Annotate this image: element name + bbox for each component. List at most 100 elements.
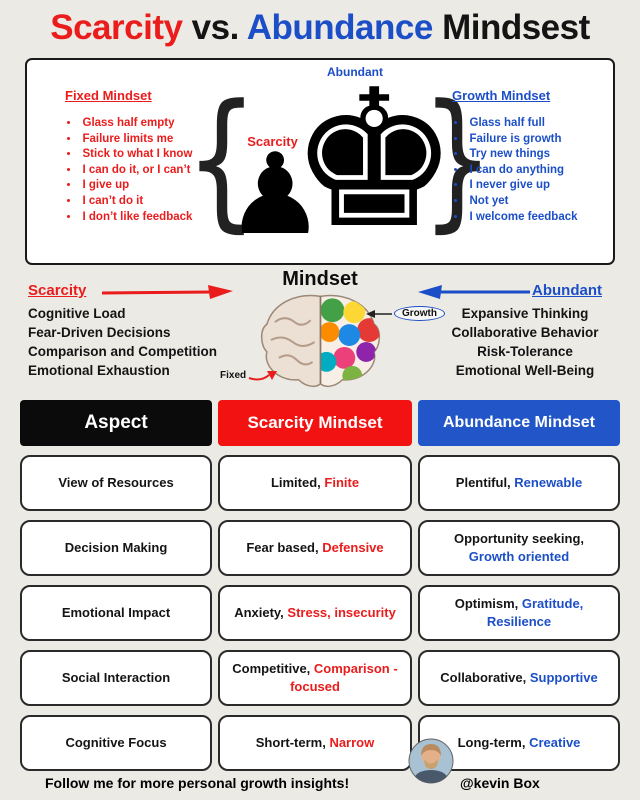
cell-text: Collaborative, Supportive <box>440 669 597 687</box>
cell-text-plain: Anxiety, <box>234 605 288 621</box>
cell-text-plain: Limited, <box>270 475 325 491</box>
fixed-arrow-icon <box>248 371 278 381</box>
cell-text: Long-term, Creative <box>458 734 581 752</box>
table-row: Emotional Impact Anxiety, Stress, insecu… <box>0 585 640 641</box>
table-row: Decision Making Fear based, Defensive Op… <box>0 520 640 576</box>
cell-text-highlight: Renewable <box>514 475 583 491</box>
cell-text-highlight: Comparison - focused <box>290 661 398 694</box>
mindset-comparison-panel: Abundant Fixed Mindset Glass half empty … <box>25 58 615 265</box>
header-aspect: Aspect <box>20 400 212 446</box>
abundance-cell: Plentiful, Renewable <box>418 455 620 511</box>
growth-mindset-item: Try new things <box>454 147 619 163</box>
footer: Follow me for more personal growth insig… <box>0 738 640 800</box>
abundance-cell: Optimism, Gratitude, Resilience <box>418 585 620 641</box>
aspect-cell: Social Interaction <box>20 650 212 706</box>
cell-text-highlight: Creative <box>529 735 581 751</box>
cell-text: Plentiful, Renewable <box>456 474 582 492</box>
cell-text-plain: Plentiful, <box>455 475 515 491</box>
king-icon: ♚ <box>289 49 460 270</box>
abundance-cell: Collaborative, Supportive <box>418 650 620 706</box>
scarcity-label: Scarcity <box>28 282 87 299</box>
scarcity-cell: Anxiety, Stress, insecurity <box>218 585 412 641</box>
fixed-mindset-item: Stick to what I know <box>67 147 232 163</box>
growth-pointer: Growth <box>366 306 445 321</box>
growth-mindset-heading: Growth Mindset <box>452 88 551 103</box>
fixed-mindset-item: Glass half empty <box>67 116 232 132</box>
cell-text-highlight: Narrow <box>329 735 375 751</box>
title-vs: vs. <box>182 8 247 47</box>
cell-text-highlight: Supportive <box>529 670 598 686</box>
abundant-effect-item: Emotional Well-Being <box>455 363 595 378</box>
scarcity-effect-item: Cognitive Load <box>28 306 126 321</box>
author-handle: @kevin Box <box>460 775 540 791</box>
abundant-arrow-icon <box>418 285 530 299</box>
cell-text: Opportunity seeking, Growth oriented <box>432 530 606 565</box>
left-brace: { <box>185 73 259 248</box>
aspect-cell: Decision Making <box>20 520 212 576</box>
avatar-image <box>408 738 454 784</box>
cell-text-plain: Optimism, <box>454 596 522 612</box>
scarcity-effect-item: Comparison and Competition <box>28 344 217 359</box>
growth-mindset-item: I welcome feedback <box>454 210 619 226</box>
table-header-row: Aspect Scarcity Mindset Abundance Mindse… <box>0 400 640 446</box>
growth-mindset-list: Glass half full Failure is growth Try ne… <box>454 116 619 225</box>
aspect-cell: Cognitive Focus <box>20 715 212 771</box>
header-scarcity-mindset: Scarcity Mindset <box>218 400 412 446</box>
abundance-cell: Opportunity seeking, Growth oriented <box>418 520 620 576</box>
scarcity-arrow-icon <box>101 285 233 299</box>
growth-arrow-icon <box>366 309 392 318</box>
fixed-mindset-item: I give up <box>67 178 232 194</box>
scarcity-effects-list: Cognitive Load Fear-Driven Decisions Com… <box>28 304 217 380</box>
cell-text-plain: Long-term, <box>457 735 530 751</box>
abundant-effect-item: Expansive Thinking <box>461 306 589 321</box>
growth-mindset-item: I never give up <box>454 178 619 194</box>
abundant-effects-list: Expansive Thinking Collaborative Behavio… <box>432 304 618 380</box>
fixed-mindset-heading: Fixed Mindset <box>65 88 152 103</box>
cell-text-highlight: Finite <box>324 475 360 491</box>
fixed-pointer: Fixed <box>220 368 278 382</box>
fixed-mindset-item: I can do it, or I can’t <box>67 163 232 179</box>
cell-text-plain: Fear based, <box>246 540 323 556</box>
title-abundance: Abundance <box>246 8 434 47</box>
table-row: Cognitive Focus Short-term, Narrow Long-… <box>0 715 640 771</box>
cell-text-plain: Competitive, <box>232 661 314 677</box>
cell-text-highlight: Stress, insecurity <box>287 605 396 621</box>
fixed-tag-label: Fixed <box>220 369 247 381</box>
growth-mindset-item: Not yet <box>454 194 619 210</box>
fixed-mindset-list: Glass half empty Failure limits me Stick… <box>67 116 232 225</box>
abundant-label: Abundant <box>532 282 602 299</box>
growth-mindset-item: I can do anything <box>454 163 619 179</box>
title-scarcity: Scarcity <box>50 8 183 47</box>
aspect-cell: Emotional Impact <box>20 585 212 641</box>
cell-text: Optimism, Gratitude, Resilience <box>432 595 606 630</box>
brain-illustration <box>260 294 381 388</box>
avatar <box>408 738 454 784</box>
abundant-effect-item: Collaborative Behavior <box>451 325 599 340</box>
cell-text: Short-term, Narrow <box>256 734 374 752</box>
king-label: Abundant <box>327 65 383 79</box>
pawn-label: Scarcity <box>247 134 298 149</box>
growth-tag-label: Growth <box>394 306 445 321</box>
mindset-heading: Mindset <box>282 268 358 290</box>
scarcity-cell: Short-term, Narrow <box>218 715 412 771</box>
growth-mindset-item: Failure is growth <box>454 132 619 148</box>
cell-text: Competitive, Comparison - focused <box>232 660 398 695</box>
cell-text-plain: Opportunity seeking, <box>453 531 584 547</box>
page-title: Scarcity vs. Abundance Mindsest <box>0 8 640 48</box>
title-rest: Mindsest <box>432 8 590 47</box>
cell-text-highlight: Defensive <box>322 540 384 556</box>
scarcity-cell: Fear based, Defensive <box>218 520 412 576</box>
cell-text-highlight: Gratitude, Resilience <box>486 596 584 629</box>
comparison-table: Aspect Scarcity Mindset Abundance Mindse… <box>0 400 640 771</box>
fixed-mindset-item: Failure limits me <box>67 132 232 148</box>
abundant-effect-item: Risk-Tolerance <box>477 344 573 359</box>
table-row: Social Interaction Competitive, Comparis… <box>0 650 640 706</box>
table-row: View of Resources Limited, Finite Plenti… <box>0 455 640 511</box>
footer-cta-text: Follow me for more personal growth insig… <box>45 775 350 791</box>
scarcity-cell: Competitive, Comparison - focused <box>218 650 412 706</box>
cell-text: Limited, Finite <box>271 474 359 492</box>
header-abundance-mindset: Abundance Mindset <box>418 400 620 446</box>
cell-text-highlight: Growth oriented <box>468 549 570 564</box>
cell-text-plain: Collaborative, <box>440 670 530 686</box>
